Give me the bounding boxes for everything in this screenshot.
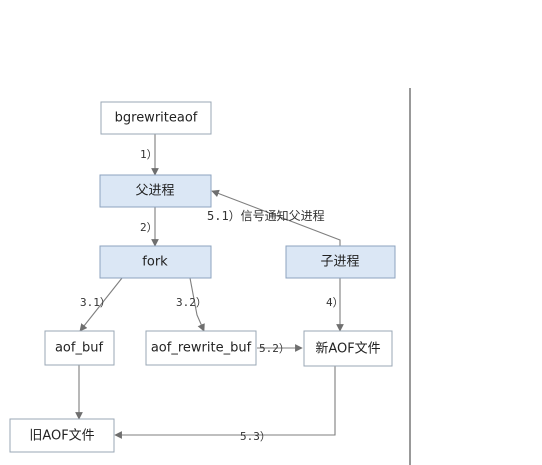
edge-fork-to-aof-buf — [79, 277, 123, 332]
node-label-aof-buf: aof_buf — [55, 341, 103, 356]
edge-new-aof-to-old-aof — [114, 366, 336, 439]
node-label-old-aof: 旧AOF文件 — [29, 429, 94, 444]
edge-child-to-parent — [211, 189, 341, 246]
node-child-process: 子进程 — [285, 245, 396, 279]
edge-label-step5-2: 5.2） — [259, 342, 290, 355]
edge-label-step3-1: 3.1） — [80, 296, 111, 309]
node-parent-process: 父进程 — [99, 174, 212, 208]
edge-label-step5-3: 5.3） — [240, 430, 271, 443]
node-bgrewriteaof: bgrewriteaof — [100, 101, 212, 135]
node-label-parent: 父进程 — [135, 184, 174, 199]
edge-label-step5-1: 5.1）信号通知父进程 — [207, 208, 325, 223]
edge-fork-to-rewrite-buf — [189, 277, 205, 332]
node-label-child: 子进程 — [320, 255, 359, 270]
node-fork: fork — [99, 245, 212, 279]
node-label-aof-rewrite-buf: aof_rewrite_buf — [151, 341, 252, 356]
node-aof-buf: aof_buf — [44, 330, 115, 366]
node-old-aof-file: 旧AOF文件 — [9, 418, 115, 453]
node-label-bgrewriteaof: bgrewriteaof — [115, 111, 198, 126]
edge-label-step1: 1） — [140, 148, 158, 161]
node-new-aof-file: 新AOF文件 — [303, 330, 393, 367]
edge-label-step3-2: 3.2） — [176, 296, 207, 309]
edge-label-step2: 2） — [140, 221, 158, 234]
node-label-fork: fork — [142, 255, 168, 270]
node-label-new-aof: 新AOF文件 — [315, 341, 380, 357]
node-aof-rewrite-buf: aof_rewrite_buf — [145, 330, 257, 366]
edge-label-step4: 4） — [326, 296, 344, 309]
